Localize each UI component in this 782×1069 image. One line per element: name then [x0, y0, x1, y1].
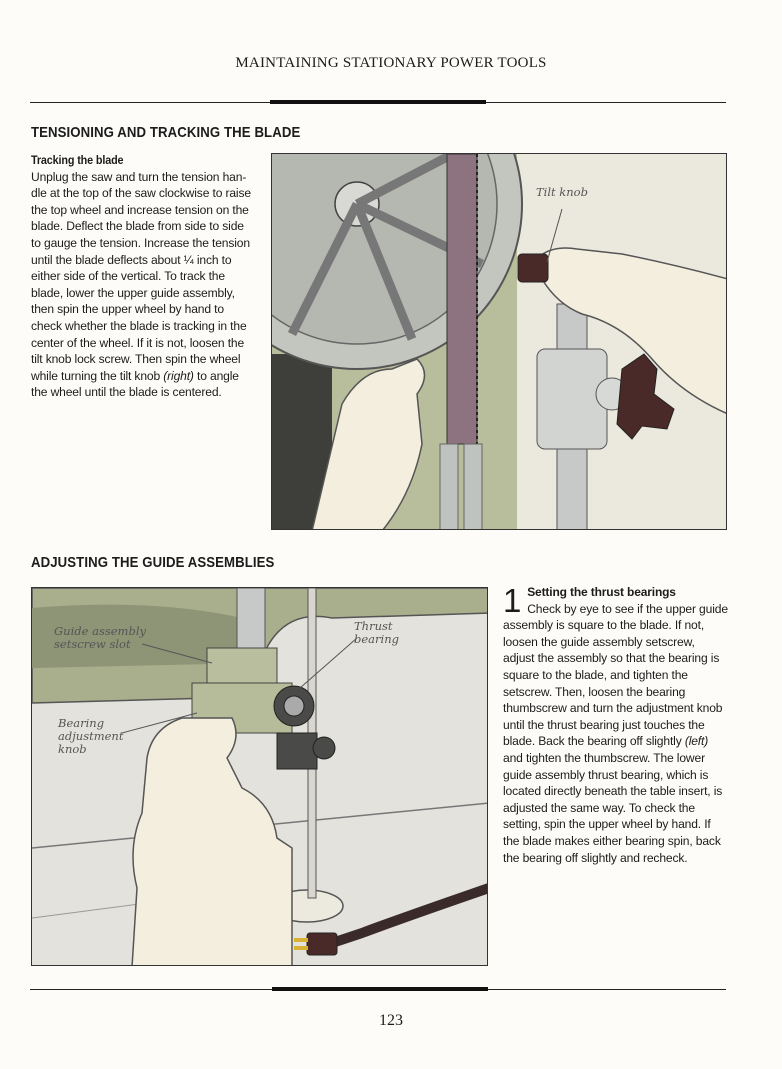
callout-bearing-knob: Bearing adjustment knob [58, 717, 123, 756]
tracking-illustration [271, 153, 727, 530]
tracking-body-em: (right) [163, 368, 194, 383]
guide-illustration [31, 587, 488, 966]
callout-guide-setscrew: Guide assembly setscrew slot [54, 625, 146, 651]
guide-drawing [32, 588, 487, 965]
tracking-blade-text: Tracking the blade Unplug the saw and tu… [31, 152, 256, 401]
header-rule-accent [270, 100, 486, 104]
step-body-pre: Check by eye to see if the upper guide a… [503, 601, 728, 749]
callout-thrust-line2: bearing [354, 632, 399, 646]
callout-guide-line1: Guide assembly [54, 624, 146, 638]
callout-bearing-line1: Bearing [58, 716, 105, 730]
callout-bearing-line3: knob [58, 742, 87, 756]
tracking-drawing [272, 154, 726, 529]
callout-thrust-line1: Thrust [354, 619, 393, 633]
subhead-thrust-bearings: Setting the thrust bearings [527, 585, 676, 599]
step-1-text: 1 Setting the thrust bearings Check by e… [503, 584, 729, 866]
step-number: 1 [503, 582, 522, 619]
step-body-post: and tighten the thumbscrew. The lower gu… [503, 750, 723, 865]
tracking-body-post: to angle the wheel until the blade is ce… [31, 368, 239, 400]
footer-rule-accent [272, 987, 488, 991]
section-title-tensioning: TENSIONING AND TRACKING THE BLADE [31, 124, 301, 141]
subhead-tracking: Tracking the blade [31, 153, 124, 167]
running-head: MAINTAINING STATIONARY POWER TOOLS [235, 55, 547, 71]
tracking-body-pre: Unplug the saw and turn the tension han-… [31, 169, 251, 383]
callout-thrust-bearing: Thrust bearing [354, 620, 399, 646]
step-body-em: (left) [684, 734, 709, 749]
section-title-adjusting: ADJUSTING THE GUIDE ASSEMBLIES [31, 554, 275, 571]
page-number: 123 [379, 1012, 403, 1029]
callout-tilt-knob: Tilt knob [536, 185, 588, 199]
callout-bearing-line2: adjustment [58, 729, 124, 743]
callout-guide-line2: setscrew slot [54, 637, 131, 651]
